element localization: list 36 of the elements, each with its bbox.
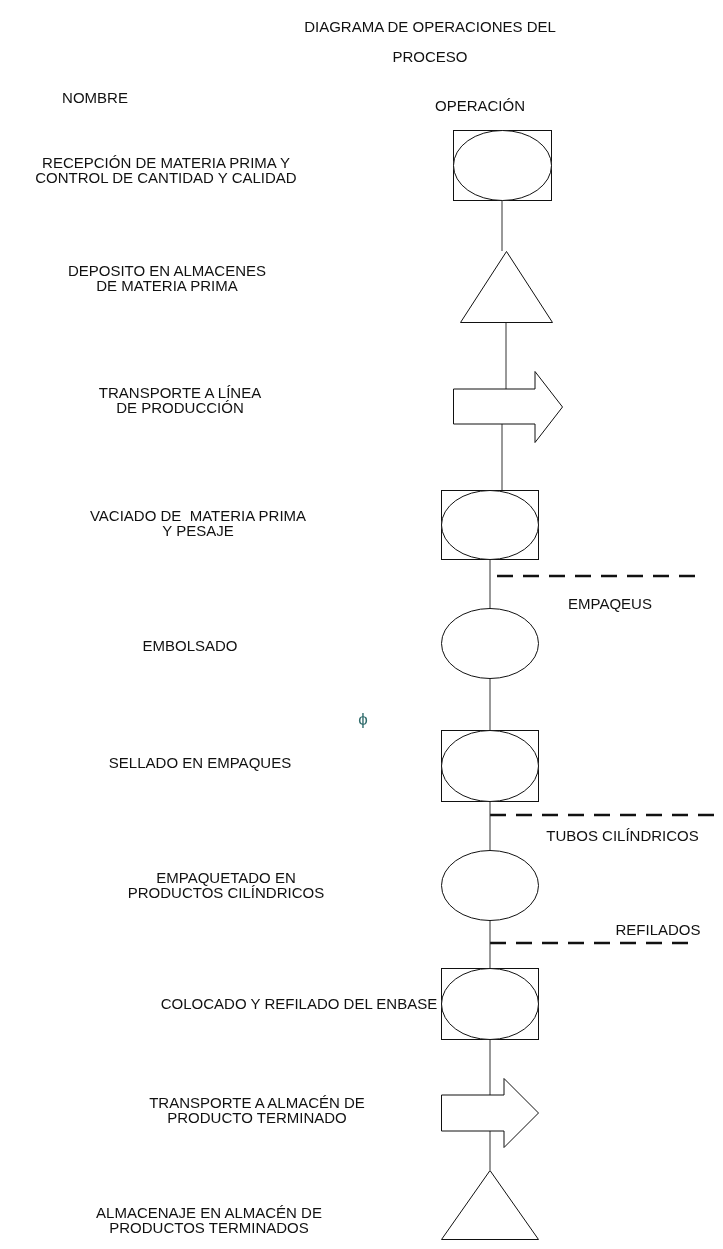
step-name: EMPAQUETADO EN PRODUCTOS CILÍNDRICOS <box>126 870 326 900</box>
connector-line <box>489 1039 491 1096</box>
operation-symbol <box>441 850 539 921</box>
operation-inspection-symbol <box>441 968 539 1040</box>
connector-line <box>489 1130 491 1171</box>
storage-triangle <box>460 251 553 323</box>
column-heading: NOMBRE <box>61 90 129 105</box>
material-label: EMPAQEUS <box>567 596 653 611</box>
step-name: TRANSPORTE A LÍNEA DE PRODUCCIÓN <box>97 385 263 415</box>
symbol-label: ϕ <box>357 712 369 727</box>
operation-inspection-symbol <box>453 130 552 201</box>
operation-symbol <box>441 608 539 679</box>
connector-line <box>501 200 503 252</box>
material-label: REFILADOS <box>614 922 702 937</box>
column-heading: OPERACIÓN <box>434 98 526 113</box>
step-name: EMBOLSADO <box>141 638 239 653</box>
step-name: SELLADO EN EMPAQUES <box>107 755 293 770</box>
step-name: TRANSPORTE A ALMACÉN DE PRODUCTO TERMINADO <box>148 1095 366 1125</box>
connector-line <box>505 322 507 390</box>
step-name: ALMACENAJE EN ALMACÉN DE PRODUCTOS TERMINADOS <box>95 1205 323 1235</box>
connector-line <box>489 678 491 731</box>
storage-triangle <box>441 1170 539 1240</box>
connector-line <box>489 559 491 609</box>
connector-line <box>489 920 491 969</box>
transport-arrow-symbol <box>441 1078 539 1148</box>
step-name: RECEPCIÓN DE MATERIA PRIMA Y CONTROL DE CANTIDAD Y CALIDAD <box>34 155 298 185</box>
step-name: VACIADO DE MATERIA PRIMA Y PESAJE <box>88 508 308 538</box>
material-label: TUBOS CILÍNDRICOS <box>545 828 700 843</box>
step-name: DEPOSITO EN ALMACENES DE MATERIA PRIMA <box>66 263 268 293</box>
transport-arrow-symbol <box>453 371 563 443</box>
connector-line <box>501 423 503 491</box>
operation-inspection-symbol <box>441 490 539 560</box>
operation-inspection-symbol <box>441 730 539 802</box>
diagram-title: DIAGRAMA DE OPERACIONES DEL PROCESO <box>303 17 557 67</box>
step-name: COLOCADO Y REFILADO DEL ENBASE <box>159 996 439 1011</box>
connector-line <box>489 801 491 851</box>
